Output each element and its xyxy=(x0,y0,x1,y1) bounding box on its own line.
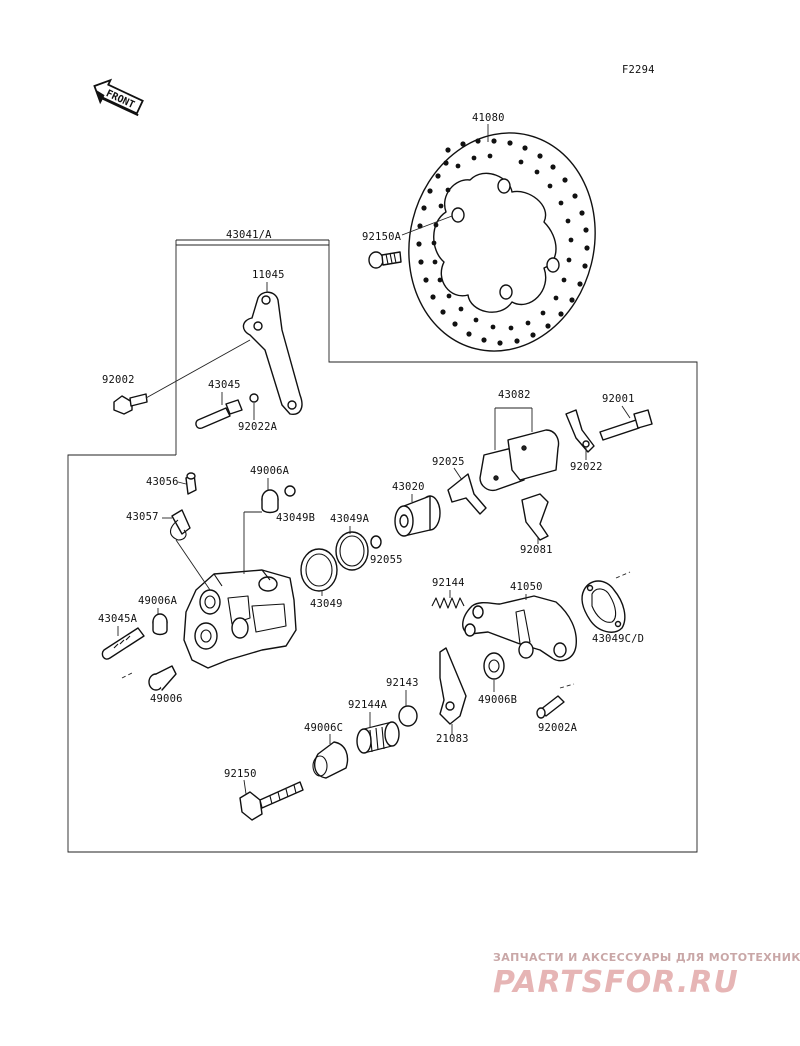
caliper-body xyxy=(183,569,297,669)
label-49006b: 49006B xyxy=(478,694,517,706)
bleed-valve-43056 xyxy=(185,472,197,495)
label-11045: 11045 xyxy=(252,269,285,281)
label-92143: 92143 xyxy=(386,677,419,689)
lever-21083 xyxy=(439,647,467,725)
label-21083: 21083 xyxy=(436,733,469,745)
label-43049: 43049 xyxy=(310,598,343,610)
label-49006: 49006 xyxy=(150,693,183,705)
piston-43020 xyxy=(394,495,441,537)
watermark-brand: PARTSFOR.RU xyxy=(493,965,739,1000)
label-41080: 41080 xyxy=(472,112,505,124)
diagram-code: F2294 xyxy=(622,64,655,76)
front-arrow-icon: FRONT xyxy=(93,78,144,117)
spring-92144 xyxy=(431,597,465,609)
label-92055: 92055 xyxy=(370,554,403,566)
spring-92144a xyxy=(356,721,400,754)
brake-pads-43082 xyxy=(479,429,560,492)
seal-43049 xyxy=(300,548,338,592)
label-92002: 92002 xyxy=(102,374,135,386)
label-92025: 92025 xyxy=(432,456,465,468)
label-92002a: 92002A xyxy=(538,722,578,734)
label-43049a: 43049A xyxy=(330,513,370,525)
caliper-holder-41050 xyxy=(462,595,577,662)
bolt-92002 xyxy=(113,393,148,415)
pin-43045 xyxy=(195,393,259,430)
label-92150a: 92150A xyxy=(362,231,402,243)
boot-49006c xyxy=(312,741,349,779)
label-92001: 92001 xyxy=(602,393,635,405)
label-43082: 43082 xyxy=(498,389,531,401)
label-43049cd: 43049C/D xyxy=(592,633,644,645)
bushing-49006 xyxy=(148,665,177,691)
label-43056: 43056 xyxy=(146,476,179,488)
clip-92022 xyxy=(565,409,595,453)
label-43045: 43045 xyxy=(208,379,241,391)
label-43041a: 43041/A xyxy=(226,229,272,241)
label-92144: 92144 xyxy=(432,577,465,589)
label-43045a: 43045A xyxy=(98,613,138,625)
bolt-92001 xyxy=(599,409,653,441)
label-49006a-top: 49006A xyxy=(250,465,290,477)
label-41050: 41050 xyxy=(510,581,543,593)
spring-ring-92143 xyxy=(398,705,418,727)
label-92150: 92150 xyxy=(224,768,257,780)
label-92081: 92081 xyxy=(520,544,553,556)
shim-92081 xyxy=(521,493,549,541)
spring-plate-92025 xyxy=(447,473,487,515)
label-43057: 43057 xyxy=(126,511,159,523)
label-92144a: 92144A xyxy=(348,699,388,711)
label-49006a-left: 49006A xyxy=(138,595,178,607)
bushing-49006b xyxy=(483,652,505,680)
label-49006c: 49006C xyxy=(304,722,343,734)
seal-92055 xyxy=(370,535,382,549)
label-43049b: 43049B xyxy=(276,512,315,524)
pin-43045a xyxy=(101,627,145,660)
gasket-43049cd xyxy=(581,580,626,633)
seal-43049a xyxy=(335,531,369,571)
watermark-tagline: ЗАПЧАСТИ И АКСЕССУАРЫ ДЛЯ МОТОТЕХНИКИ xyxy=(493,951,800,964)
brake-disc xyxy=(408,132,596,352)
label-92022: 92022 xyxy=(570,461,603,473)
disc-vent-holes xyxy=(416,138,590,346)
bolt-92002a xyxy=(536,695,565,719)
assembly-boundary xyxy=(67,244,698,853)
adjuster-bolt-92150 xyxy=(239,781,304,821)
bolt-92150a xyxy=(368,251,402,269)
bushing-49006a-left xyxy=(152,613,168,636)
bracket-11045 xyxy=(242,291,303,415)
label-92022a: 92022A xyxy=(238,421,278,433)
banjo-fitting-43057 xyxy=(169,509,191,541)
bushing-49006a-top xyxy=(261,485,296,514)
label-43020: 43020 xyxy=(392,481,425,493)
